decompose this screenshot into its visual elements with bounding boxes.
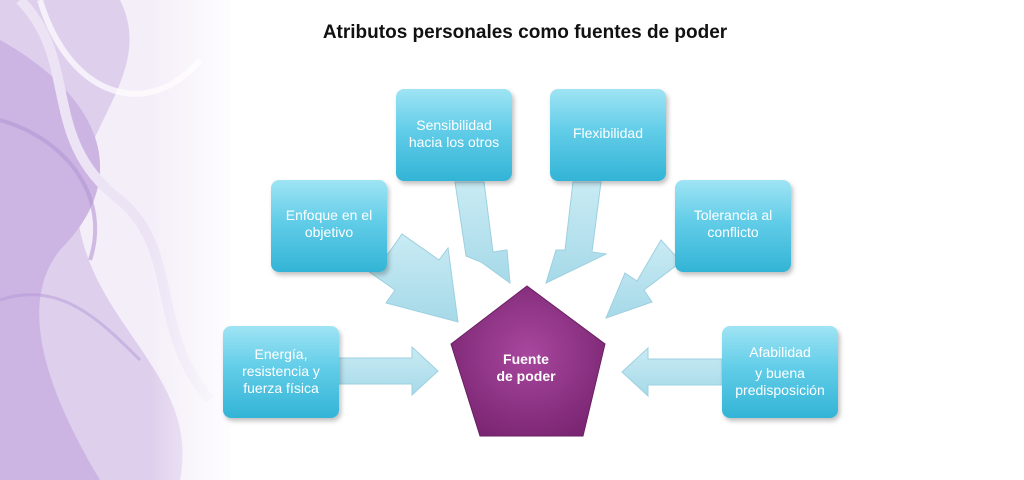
attribute-line: Flexibilidad — [572, 125, 644, 141]
attribute-line: resistencia y — [242, 363, 320, 379]
attribute-box-enfoque: Enfoque en el objetivo — [271, 180, 387, 272]
attribute-line: objetivo — [304, 224, 354, 240]
arrows — [337, 181, 723, 398]
attribute-line: Tolerancia al — [693, 207, 773, 223]
arrow-from-energia — [337, 345, 439, 397]
attribute-box-tolerancia: Tolerancia al conflicto — [675, 180, 791, 272]
arrow-from-flexibilidad — [545, 181, 608, 284]
attribute-box-energia: Energía, resistencia y fuerza física — [223, 326, 339, 418]
attribute-box-sensibilidad: Sensibilidad hacia los otros — [396, 89, 512, 181]
attribute-line: predisposición — [735, 382, 825, 398]
attribute-line: Afabilidad — [749, 344, 811, 360]
diagram-title: Atributos personales como fuentes de pod… — [322, 22, 728, 43]
attribute-box-flexibilidad: Flexibilidad — [550, 89, 666, 181]
attribute-line: conflicto — [707, 224, 759, 240]
center-pentagon — [450, 285, 606, 437]
attribute-box-afabilidad: Afabilidad y buena predisposición — [722, 326, 838, 418]
attribute-line: Enfoque en el — [285, 207, 373, 223]
arrow-from-tolerancia — [605, 239, 682, 319]
attribute-line: fuerza física — [243, 380, 319, 396]
attribute-line: Energía, — [254, 346, 308, 362]
center-label-line: de poder — [496, 368, 556, 384]
attribute-line: y buena — [755, 365, 805, 381]
arrow-from-sensibilidad — [454, 181, 511, 285]
decorative-background — [0, 0, 240, 480]
center-label: Fuente de poder — [480, 351, 572, 385]
attribute-line: Sensibilidad — [416, 117, 492, 133]
center-label-line: Fuente — [503, 351, 549, 367]
arrow-from-afabilidad — [621, 346, 723, 398]
attribute-line: hacia los otros — [408, 134, 500, 150]
